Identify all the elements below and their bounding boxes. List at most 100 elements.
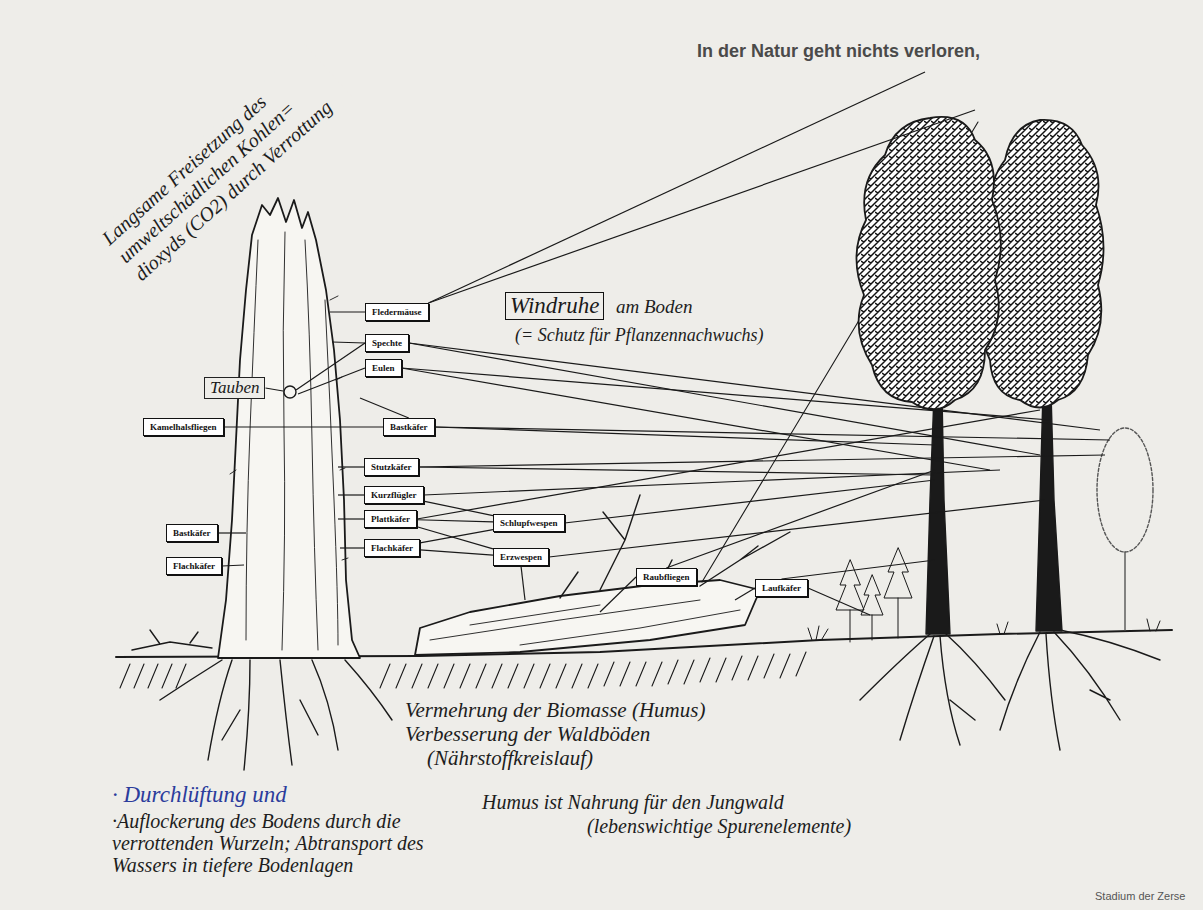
node-text: Windruhe [510, 293, 599, 319]
dead-tree-stump [218, 198, 360, 658]
leader-line [666, 470, 935, 568]
node-text: Bastkäfer [173, 527, 211, 539]
node-text: Tauben [210, 378, 259, 398]
leader-line [338, 466, 364, 467]
connector-line [420, 530, 493, 543]
leader-line [419, 455, 1106, 467]
species-box: Stutzkäfer [364, 458, 419, 476]
young-conifer [884, 548, 912, 638]
species-box: Flachkäfer [364, 539, 420, 557]
leader-line [417, 410, 1040, 519]
leader-line [808, 588, 870, 615]
annotation-text: Humus ist Nahrung für den Jungwald (lebe… [482, 790, 882, 838]
page-heading: In der Natur geht nichts verloren, [697, 40, 980, 62]
annotation-text: (= Schutz für Pflanzennachwuchs) [515, 325, 764, 345]
tree-trunk [926, 395, 950, 634]
species-box: Laufkäfer [755, 579, 808, 597]
stump-roots [160, 660, 392, 770]
leader-lines [218, 72, 1111, 615]
annotation-text: ·Auflockerung des Bodens durch die verro… [112, 810, 432, 876]
node-text: Eulen [372, 362, 395, 374]
connector-line [417, 527, 493, 549]
page-footer: Stadium der Zerse [1095, 890, 1185, 903]
species-box: Flachkäfer [166, 557, 222, 575]
leader-line [222, 565, 244, 566]
species-box: Eulen [365, 359, 402, 377]
leader-line [565, 480, 935, 523]
connectors [224, 427, 494, 555]
drawing [116, 117, 1172, 770]
species-box: Raubfliegen [636, 568, 697, 586]
species-box: Fledermäuse [365, 303, 429, 321]
species-box: Bastkäfer [383, 418, 435, 436]
leader-line [735, 588, 755, 600]
tree-trunk [1036, 392, 1062, 631]
young-tree-outline [1097, 428, 1153, 552]
species-box: Schlupfwespen [493, 514, 565, 532]
node-text: Flachkäfer [371, 542, 413, 554]
connector-line [417, 520, 493, 522]
node-text: Bastkäfer [390, 421, 428, 433]
leader-line [402, 368, 1050, 420]
species-box: Spechte [365, 334, 409, 352]
tree-crown [856, 117, 1000, 410]
leader-line [549, 500, 1045, 557]
annotation-text: · Durchlüftung und [112, 782, 287, 808]
leader-line [782, 560, 936, 579]
node-text: Fledermäuse [372, 306, 422, 318]
note-box: Windruhe [505, 292, 604, 320]
node-text: Stutzkäfer [371, 461, 412, 473]
connector-line [224, 426, 384, 427]
fallen-branch [132, 630, 212, 650]
annotation-text: Verbesserung der Waldböden (Nährstoffkre… [405, 722, 695, 770]
node-text: Kamelhalsfliegen [150, 421, 217, 433]
leader-line [298, 368, 365, 394]
leader-line [330, 311, 365, 312]
node-text: Flachkäfer [173, 560, 215, 572]
leader-line [265, 388, 283, 391]
young-tree-trunk [1124, 552, 1125, 630]
fallen-log [415, 580, 760, 655]
node-text: Kurzflügler [371, 489, 417, 501]
node-text: Erzwespen [500, 551, 542, 563]
tree-roots [860, 630, 1160, 750]
node-text: Schlupfwespen [500, 517, 558, 529]
bark-texture [230, 232, 348, 650]
leader-line [296, 343, 365, 390]
node-text: Raubfliegen [643, 571, 690, 583]
node-text: Laufkäfer [762, 582, 801, 594]
connector-line [420, 550, 493, 555]
leader-line [402, 368, 990, 470]
leader-line [435, 427, 936, 445]
leader-line [338, 518, 364, 519]
node-text: Plattkäfer [371, 513, 410, 525]
leader-line [429, 72, 926, 303]
species-box: Tauben [204, 377, 265, 399]
log-texture [430, 600, 740, 645]
leader-line [521, 566, 525, 600]
young-conifer [861, 575, 883, 640]
species-box: Erzwespen [493, 548, 549, 566]
species-box: Kurzflügler [364, 486, 424, 504]
leader-line [409, 343, 1100, 430]
species-box: Kamelhalsfliegen [143, 418, 224, 436]
leader-line [338, 494, 364, 495]
node-text: Spechte [372, 337, 402, 349]
annotation-text: Langsame Freisetzung des umweltschädlich… [97, 45, 353, 286]
leader-line [340, 547, 364, 548]
leader-line [600, 577, 636, 612]
leader-line [218, 532, 247, 533]
leader-line [360, 398, 409, 418]
tree-crown [982, 120, 1104, 408]
leader-line [409, 343, 1040, 455]
leader-line [429, 110, 976, 303]
connector-line [424, 501, 494, 515]
species-box: Plattkäfer [364, 510, 417, 528]
annotation-text: am Boden [616, 296, 693, 318]
annotation-text: Vermehrung der Biomasse (Humus) [405, 698, 705, 722]
small-plants [808, 619, 1160, 640]
